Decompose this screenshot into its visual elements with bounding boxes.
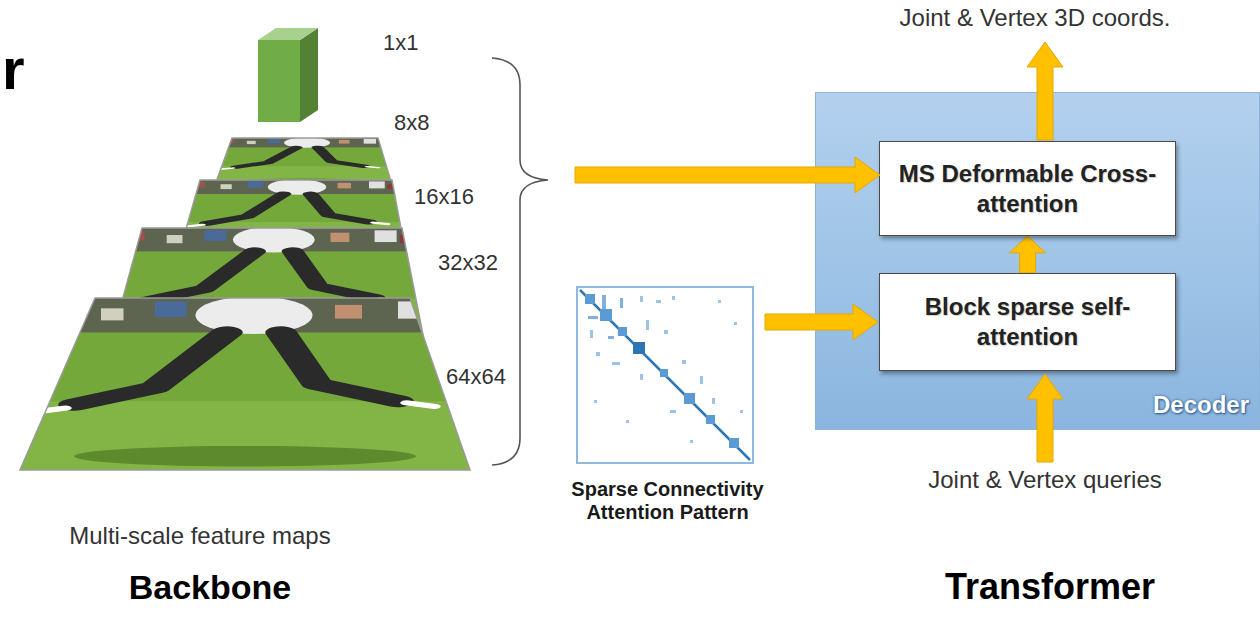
- drawing-part: [20, 296, 470, 470]
- attention-matrix: [577, 287, 753, 463]
- drawing-part: [300, 28, 318, 122]
- drawing-part: [700, 376, 703, 384]
- drawing-part: [684, 393, 695, 404]
- caption: Sparse Connectivity Attention Pattern: [555, 478, 780, 524]
- drawing-part: [734, 322, 737, 325]
- input-label: Joint & Vertex queries: [850, 466, 1240, 494]
- drawing-part: [596, 352, 600, 356]
- section-title: Transformer: [880, 566, 1220, 607]
- drawing-part: [600, 309, 612, 321]
- drawing-part: [633, 342, 645, 354]
- scale-label: 8x8: [394, 110, 429, 135]
- section-title: Backbone: [10, 568, 410, 607]
- drawing-part: [258, 40, 300, 122]
- drawing-part: [740, 410, 743, 413]
- drawing-part: [215, 138, 392, 185]
- drawing-part: [612, 362, 620, 365]
- drawing-part: [690, 440, 693, 443]
- drawing-part: [215, 138, 392, 185]
- panel-title: Decoder: [1153, 391, 1249, 419]
- output-label: Joint & Vertex 3D coords.: [815, 4, 1255, 32]
- drawing-part: [577, 287, 753, 463]
- box-label: Block sparse self-attention: [892, 292, 1163, 352]
- drawing-part: [594, 400, 597, 403]
- drawing-part: [640, 374, 643, 380]
- drawing-part: [672, 296, 675, 300]
- attention-box: Block sparse self-attention: [879, 273, 1176, 371]
- brace: [492, 58, 548, 465]
- drawing-part: [215, 138, 392, 185]
- attention-box: MS Deformable Cross-attention: [879, 141, 1176, 236]
- drawing-part: [670, 410, 676, 413]
- decoder-panel: Decoder MS Deformable Cross-attentionBloc…: [815, 92, 1260, 430]
- title-fragment: r: [2, 36, 25, 103]
- caption: Multi-scale feature maps: [10, 522, 390, 550]
- drawing-part: [706, 415, 715, 424]
- drawing-part: [718, 300, 721, 303]
- drawing-part: [640, 296, 643, 302]
- drawing-part: [626, 420, 629, 423]
- drawing-part: [602, 295, 606, 309]
- scale-label: 16x16: [414, 184, 474, 209]
- drawing-part: [20, 298, 470, 470]
- drawing-part: [660, 369, 668, 377]
- drawing-part: [608, 336, 614, 339]
- scale-label: 1x1: [383, 30, 418, 55]
- drawing-part: [712, 398, 715, 404]
- feature-cube: [258, 28, 318, 122]
- drawing-part: [20, 296, 470, 470]
- drawing-part: [620, 298, 623, 308]
- box-label: MS Deformable Cross-attention: [892, 159, 1163, 219]
- drawing-part: [585, 294, 595, 304]
- flow-arrow: [1010, 236, 1046, 273]
- drawing-part: [646, 320, 649, 330]
- scale-label: 32x32: [438, 250, 498, 275]
- drawing-part: [580, 290, 750, 460]
- drawing-part: [729, 438, 739, 448]
- drawing-part: [618, 327, 627, 336]
- feature-map-64: [20, 296, 470, 470]
- drawing-part: [258, 28, 318, 40]
- feature-map-8: [215, 138, 392, 185]
- scale-label: 64x64: [446, 364, 506, 389]
- drawing-part: [588, 316, 598, 319]
- drawing-part: [590, 330, 593, 338]
- drawing-part: [664, 330, 668, 334]
- drawing-part: [682, 360, 686, 364]
- drawing-part: [656, 300, 661, 303]
